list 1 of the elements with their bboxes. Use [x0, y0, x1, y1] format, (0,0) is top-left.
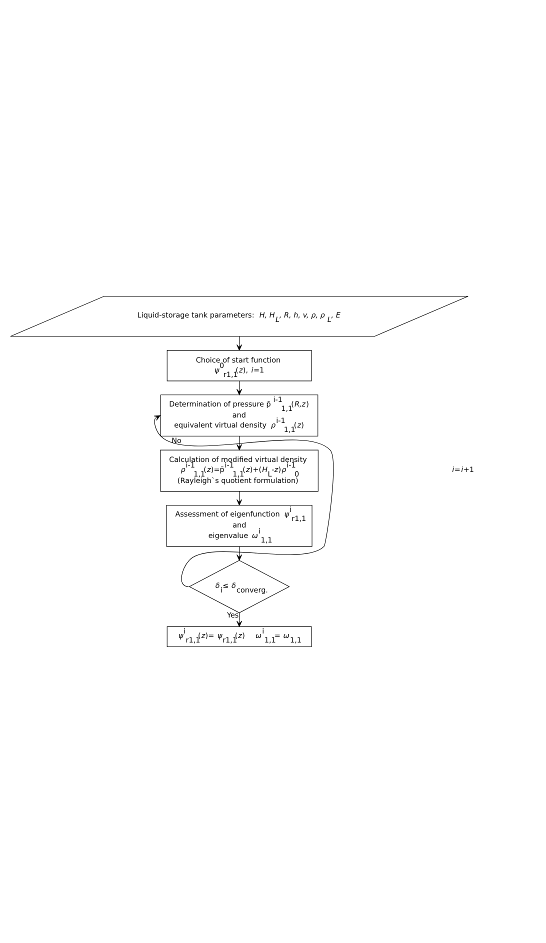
arrow: [154, 415, 334, 587]
